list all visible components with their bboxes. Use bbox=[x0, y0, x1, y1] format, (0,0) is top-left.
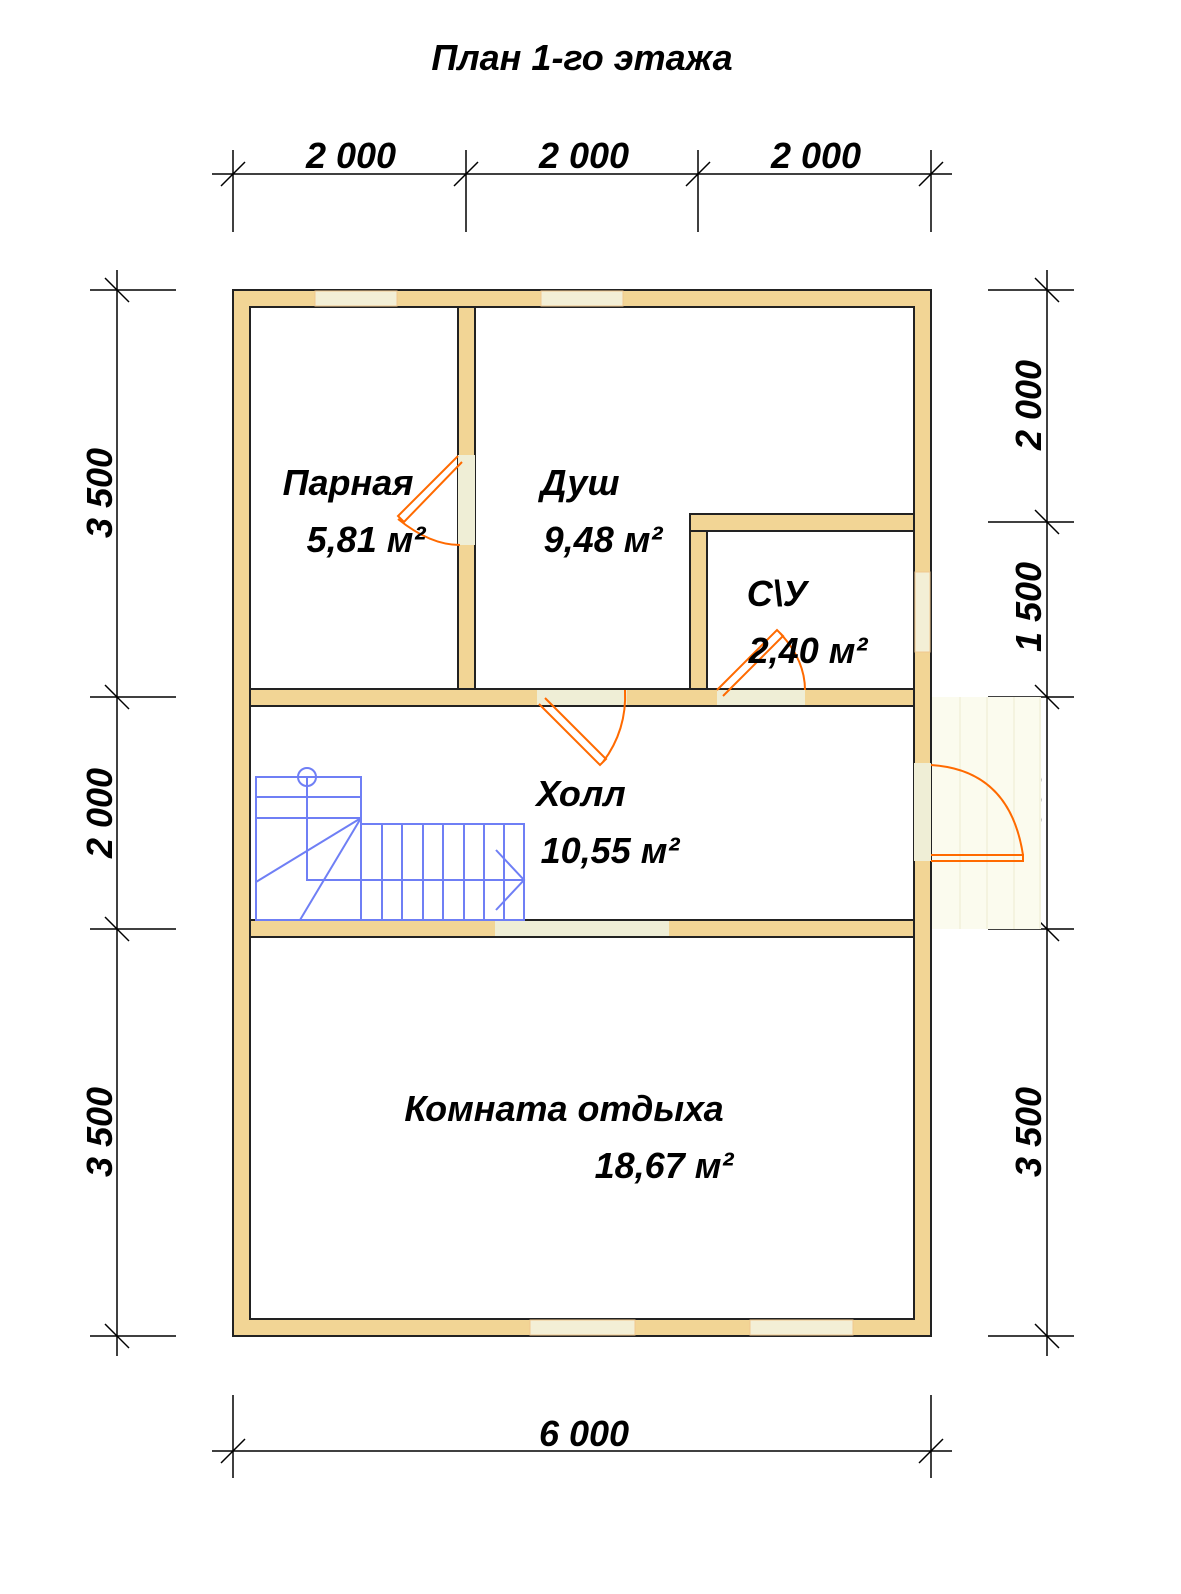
dim-top-3: 2 000 bbox=[770, 135, 861, 176]
dim-right-4: 3 500 bbox=[1008, 1087, 1049, 1177]
room-area-dush: 9,48 м² bbox=[544, 519, 664, 560]
window bbox=[540, 290, 624, 307]
window bbox=[314, 290, 398, 307]
dimension-lines bbox=[90, 150, 1074, 1478]
room-area-hall: 10,55 м² bbox=[541, 830, 681, 871]
staircase bbox=[255, 767, 526, 921]
walls bbox=[232, 289, 932, 1337]
room-name-hall: Холл bbox=[534, 773, 625, 814]
room-area-parnaya: 5,81 м² bbox=[307, 519, 427, 560]
window bbox=[749, 1319, 854, 1336]
doors bbox=[396, 455, 1024, 862]
dim-left-2: 2 000 bbox=[79, 768, 120, 859]
dim-right-2: 1 500 bbox=[1008, 562, 1049, 652]
room-name-wc: С\У bbox=[747, 573, 810, 614]
dim-left-3: 3 500 bbox=[79, 1087, 120, 1177]
room-name-parnaya: Парная bbox=[283, 462, 414, 503]
plan-title: План 1-го этажа bbox=[431, 37, 732, 78]
room-area-wc: 2,40 м² bbox=[748, 630, 869, 671]
room-name-lounge: Комната отдыха bbox=[404, 1088, 723, 1129]
dim-left-1: 3 500 bbox=[79, 448, 120, 538]
dim-bottom: 6 000 bbox=[539, 1413, 629, 1454]
dim-top-1: 2 000 bbox=[305, 135, 396, 176]
room-name-dush: Душ bbox=[538, 462, 620, 503]
porch bbox=[931, 697, 1041, 929]
window bbox=[914, 571, 931, 653]
dim-right-1: 2 000 bbox=[1008, 360, 1049, 451]
dim-top-2: 2 000 bbox=[538, 135, 629, 176]
window bbox=[529, 1319, 636, 1336]
room-area-lounge: 18,67 м² bbox=[595, 1145, 735, 1186]
